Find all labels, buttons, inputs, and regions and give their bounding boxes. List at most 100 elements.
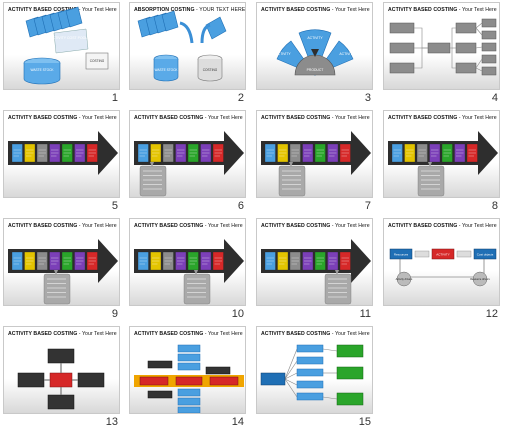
activity-fan-diagram: ACTIVITY ACTIVITY ACTIVITY PRODUCT	[275, 29, 355, 76]
slide-thumbnail-11[interactable]: ACTIVITY BASED COSTING - Your Text Here	[256, 218, 373, 306]
slide-thumbnail-4[interactable]: ACTIVITY BASED COSTING - Your Text Here	[383, 2, 500, 90]
thumbnail-cell-4: ACTIVITY BASED COSTING - Your Text Here …	[383, 2, 500, 106]
slide-number: 7	[364, 200, 371, 212]
label-activity: ACTIVITY	[436, 253, 450, 257]
slide-number: 1	[111, 92, 118, 104]
slide-number: 11	[359, 308, 371, 320]
thumbnail-cell-1: ACTIVITY BASED COSTING - Your Text Here …	[3, 2, 120, 106]
slide-thumbnail-13[interactable]: ACTIVITY BASED COSTING - Your Text Here	[3, 326, 120, 414]
branch-diagram	[260, 344, 364, 406]
slide-number: 5	[111, 200, 118, 212]
slide-number: 13	[105, 416, 118, 428]
slide-thumbnail-2[interactable]: ABSORPTION COSTING - YOUR TEXT HERE WAST…	[129, 2, 246, 90]
callout-box	[139, 165, 167, 197]
slide-thumbnail-12[interactable]: ACTIVITY BASED COSTING - Your Text Here …	[383, 218, 500, 306]
slide-title: ACTIVITY BASED COSTING - Your Text Here	[134, 223, 243, 229]
thumbnail-cell-15: ACTIVITY BASED COSTING - Your Text Here …	[256, 326, 373, 430]
thumbnail-cell-2: ABSORPTION COSTING - YOUR TEXT HERE WAST…	[129, 2, 246, 106]
slide-number: 10	[231, 308, 244, 320]
slide-number: 2	[237, 92, 244, 104]
callout-pointer	[428, 162, 432, 167]
callout-pointer	[150, 162, 154, 167]
callout-pointer	[289, 162, 293, 167]
label-product: PRODUCT	[307, 68, 324, 72]
label-activity-cost-pools: ACTIVITY COST POOLS	[50, 36, 90, 40]
slide-title: ACTIVITY BASED COSTING - Your Text Here	[388, 7, 497, 13]
label-cost-objects: Cost objects	[477, 253, 494, 257]
label-resource-drivers: Resource drivers	[470, 277, 490, 281]
slide-number: 3	[364, 92, 371, 104]
slide-title: ACTIVITY BASED COSTING - Your Text Here	[388, 115, 497, 121]
thumbnail-cell-9: ACTIVITY BASED COSTING - Your Text Here …	[3, 218, 120, 322]
callout-box	[417, 165, 445, 197]
label-waste-stock: WASTE STOCK	[154, 68, 178, 72]
thumbnail-cell-8: ACTIVITY BASED COSTING - Your Text Here …	[383, 110, 500, 214]
thumbnail-cell-5: ACTIVITY BASED COSTING - Your Text Here …	[3, 110, 120, 214]
slide-thumbnail-9[interactable]: ACTIVITY BASED COSTING - Your Text Here	[3, 218, 120, 306]
slide-number: 4	[491, 92, 498, 104]
thumbnail-cell-13: ACTIVITY BASED COSTING - Your Text Here …	[3, 326, 120, 430]
slide-thumbnail-3[interactable]: ACTIVITY BASED COSTING - Your Text Here …	[256, 2, 373, 90]
process-arrow	[261, 131, 371, 197]
thumbnail-cell-10: ACTIVITY BASED COSTING - Your Text Here …	[129, 218, 246, 322]
label-waste-stock: WASTE STOCK	[30, 68, 54, 72]
thumbnail-cell-7: ACTIVITY BASED COSTING - Your Text Here …	[256, 110, 373, 214]
slide-title: ACTIVITY BASED COSTING - Your Text Here	[134, 115, 243, 121]
thumbnail-cell-6: ACTIVITY BASED COSTING - Your Text Here …	[129, 110, 246, 214]
label-costing: COSTING	[203, 68, 218, 72]
label-activity-left: ACTIVITY	[275, 52, 291, 56]
process-arrow	[8, 239, 118, 305]
process-arrow	[388, 131, 498, 197]
slide-title: ACTIVITY BASED COSTING - Your Text Here	[8, 223, 117, 229]
slide-thumbnail-8[interactable]: ACTIVITY BASED COSTING - Your Text Here	[383, 110, 500, 198]
tree-diagram	[389, 18, 497, 76]
callout-pointer	[335, 270, 339, 275]
slide-title: ACTIVITY BASED COSTING - Your Text Here	[388, 223, 497, 229]
slide-thumbnail-10[interactable]: ACTIVITY BASED COSTING - Your Text Here	[129, 218, 246, 306]
slide-title: ACTIVITY BASED COSTING - Your Text Here	[261, 331, 370, 337]
slide-thumbnail-6[interactable]: ACTIVITY BASED COSTING - Your Text Here	[129, 110, 246, 198]
slide-number: 9	[111, 308, 118, 320]
absorption-diagram: WASTE STOCK COSTING	[137, 10, 227, 82]
process-arrow	[134, 239, 244, 305]
slide-floor	[130, 55, 245, 89]
process-arrow	[8, 131, 118, 175]
slide-thumbnail-7[interactable]: ACTIVITY BASED COSTING - Your Text Here	[256, 110, 373, 198]
slide-title: ACTIVITY BASED COSTING - Your Text Here	[134, 331, 243, 337]
thumbnail-cell-14: ACTIVITY BASED COSTING - Your Text Here …	[129, 326, 246, 430]
slide-title: ACTIVITY BASED COSTING - Your Text Here	[261, 115, 370, 121]
slide-title: ACTIVITY BASED COSTING - Your Text Here	[8, 331, 117, 337]
slide-title: ACTIVITY BASED COSTING - Your Text Here	[261, 223, 370, 229]
slide-number: 8	[491, 200, 498, 212]
slide-title: ACTIVITY BASED COSTING - Your Text Here	[261, 7, 370, 13]
slide-number: 14	[231, 416, 244, 428]
thumbnail-cell-3: ACTIVITY BASED COSTING - Your Text Here …	[256, 2, 373, 106]
slide-thumbnail-15[interactable]: ACTIVITY BASED COSTING - Your Text Here	[256, 326, 373, 414]
callout-box	[43, 273, 71, 305]
slide-title: ACTIVITY BASED COSTING - Your Text Here	[8, 7, 117, 13]
slide-title: ACTIVITY BASED COSTING - Your Text Here	[8, 115, 117, 121]
label-activity-top: ACTIVITY	[307, 36, 323, 40]
label-activity-drivers: Activity drivers	[396, 277, 413, 281]
slide-title: ABSORPTION COSTING - YOUR TEXT HERE	[134, 7, 246, 13]
thumbnail-cell-11: ACTIVITY BASED COSTING - Your Text Here …	[256, 218, 373, 322]
cost-driver-diagram: Resources ACTIVITY Cost objects Activity…	[389, 248, 497, 287]
grid-diagram	[134, 344, 244, 413]
slide-number: 15	[358, 416, 371, 428]
label-costing: COSTING	[90, 59, 105, 63]
label-activity-right: ACTIVITY	[339, 52, 355, 56]
slide-number: 6	[237, 200, 244, 212]
thumbnail-cell-12: ACTIVITY BASED COSTING - Your Text Here …	[383, 218, 500, 322]
label-resources: Resources	[394, 253, 409, 257]
slide-thumbnail-14[interactable]: ACTIVITY BASED COSTING - Your Text Here	[129, 326, 246, 414]
slide-number: 12	[485, 308, 498, 320]
callout-box	[183, 273, 211, 305]
cross-diagram	[17, 348, 105, 410]
cost-pool-diagram: ACTIVITY COST POOLS WASTE STOCK COSTING	[23, 6, 109, 85]
process-arrow	[261, 239, 371, 305]
callout-box	[324, 273, 352, 305]
process-arrow	[134, 131, 244, 197]
slide-thumbnail-5[interactable]: ACTIVITY BASED COSTING - Your Text Here	[3, 110, 120, 198]
slide-thumbnail-1[interactable]: ACTIVITY BASED COSTING - Your Text Here …	[3, 2, 120, 90]
callout-pointer	[54, 270, 58, 275]
